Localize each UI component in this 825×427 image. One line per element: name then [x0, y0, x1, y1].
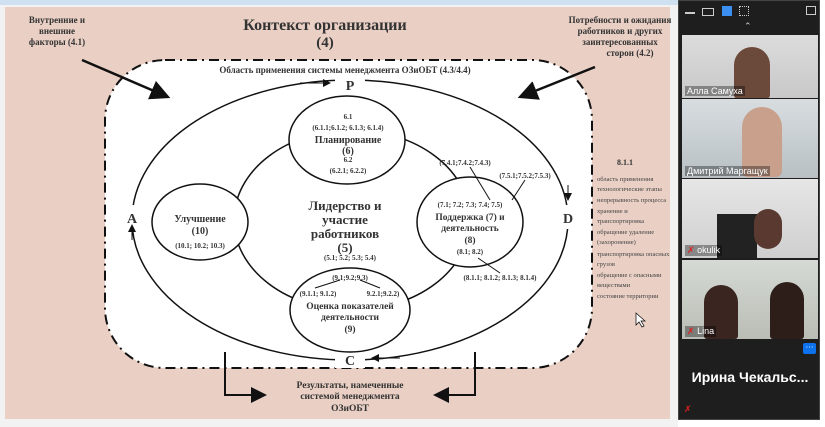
- more-options-button[interactable]: ···: [803, 343, 816, 354]
- pdca-d: D: [563, 212, 573, 227]
- svg-text:веществами: веществами: [597, 282, 631, 289]
- scope-label: Область применения системы менеджмента О…: [219, 65, 470, 75]
- layout-icon[interactable]: [806, 6, 816, 15]
- gallery-view-icon[interactable]: [739, 6, 749, 16]
- participant-name: Ирина Чекальс...: [691, 369, 809, 385]
- svg-text:область применения: область применения: [597, 176, 653, 183]
- improvement-label: Улучшение(10): [174, 214, 226, 237]
- svg-text:(7.4.1;7.4.2;7.4.3)(7.5.1;7.5.: (7.4.1;7.4.2;7.4.3)(7.5.1;7.5.2;7.5.3)(7…: [438, 159, 552, 282]
- svg-text:(9.1;9.2;9.3)(9.1.1; 9.1.2)9.2: (9.1;9.2;9.3)(9.1.1; 9.1.2)9.2.1;9.2.2): [300, 274, 400, 298]
- svg-text:(5.1; 5.2; 5.3; 5.4): (5.1; 5.2; 5.3; 5.4): [324, 254, 377, 262]
- svg-text:(10.1; 10.2; 10.3): (10.1; 10.2; 10.3): [175, 242, 225, 250]
- svg-text:транспортировка опасных: транспортировка опасных: [597, 251, 670, 258]
- svg-text:6.1(6.1.1;6.1.2; 6.1.3; 6.1.4): 6.1(6.1.1;6.1.2; 6.1.3; 6.1.4)6.2(6.2.1;…: [312, 113, 384, 175]
- planning-label: Планирование(6): [315, 135, 382, 157]
- mic-muted-icon: ✗: [687, 245, 695, 255]
- svg-text:(4): (4): [316, 35, 334, 51]
- video-tile[interactable]: Дмитрий Маргащук: [682, 99, 818, 178]
- slide-title: Контекст организации: [243, 17, 406, 34]
- svg-text:обращение с опасными: обращение с опасными: [597, 272, 662, 279]
- participant-name: Алла Самуха: [685, 86, 745, 96]
- video-tile[interactable]: ✗ Lina: [682, 260, 818, 339]
- side-list: 8.1.1 область применения технологические …: [597, 158, 670, 300]
- support-circle: [416, 176, 524, 268]
- svg-text:состояние территории: состояние территории: [597, 293, 659, 300]
- pdca-a: A: [127, 212, 138, 227]
- svg-text:8.1.1: 8.1.1: [617, 158, 633, 167]
- mic-muted-icon: ✗: [684, 404, 692, 414]
- svg-text:хранение и: хранение и: [597, 208, 628, 215]
- video-panel: ⌃ Алла Самуха Дмитрий Маргащук ✗ okulik …: [678, 0, 820, 420]
- svg-text:непрерывность процесса: непрерывность процесса: [597, 197, 666, 204]
- pdca-p: P: [346, 79, 355, 94]
- svg-text:грузов: грузов: [597, 261, 615, 268]
- scroll-up-icon[interactable]: ⌃: [744, 21, 752, 31]
- svg-text:транспортировка: транспортировка: [597, 218, 644, 225]
- video-tile[interactable]: Алла Самуха: [682, 35, 818, 98]
- minimize-icon[interactable]: [685, 12, 695, 14]
- mic-muted-icon: ✗: [687, 326, 695, 336]
- mouse-cursor-icon: [635, 312, 646, 328]
- improvement-circle: [151, 183, 249, 261]
- planning-circle: [288, 95, 406, 185]
- strip-view-icon[interactable]: [722, 6, 732, 16]
- svg-text:обращение удаление: обращение удаление: [597, 229, 654, 236]
- speaker-view-icon[interactable]: [702, 8, 714, 16]
- svg-text:технологические этапы: технологические этапы: [597, 186, 663, 193]
- pdca-c: C: [345, 354, 355, 369]
- video-tile[interactable]: ✗ okulik: [682, 179, 818, 258]
- evaluation-circle: [289, 267, 411, 353]
- svg-text:(захоронение): (захоронение): [597, 239, 636, 246]
